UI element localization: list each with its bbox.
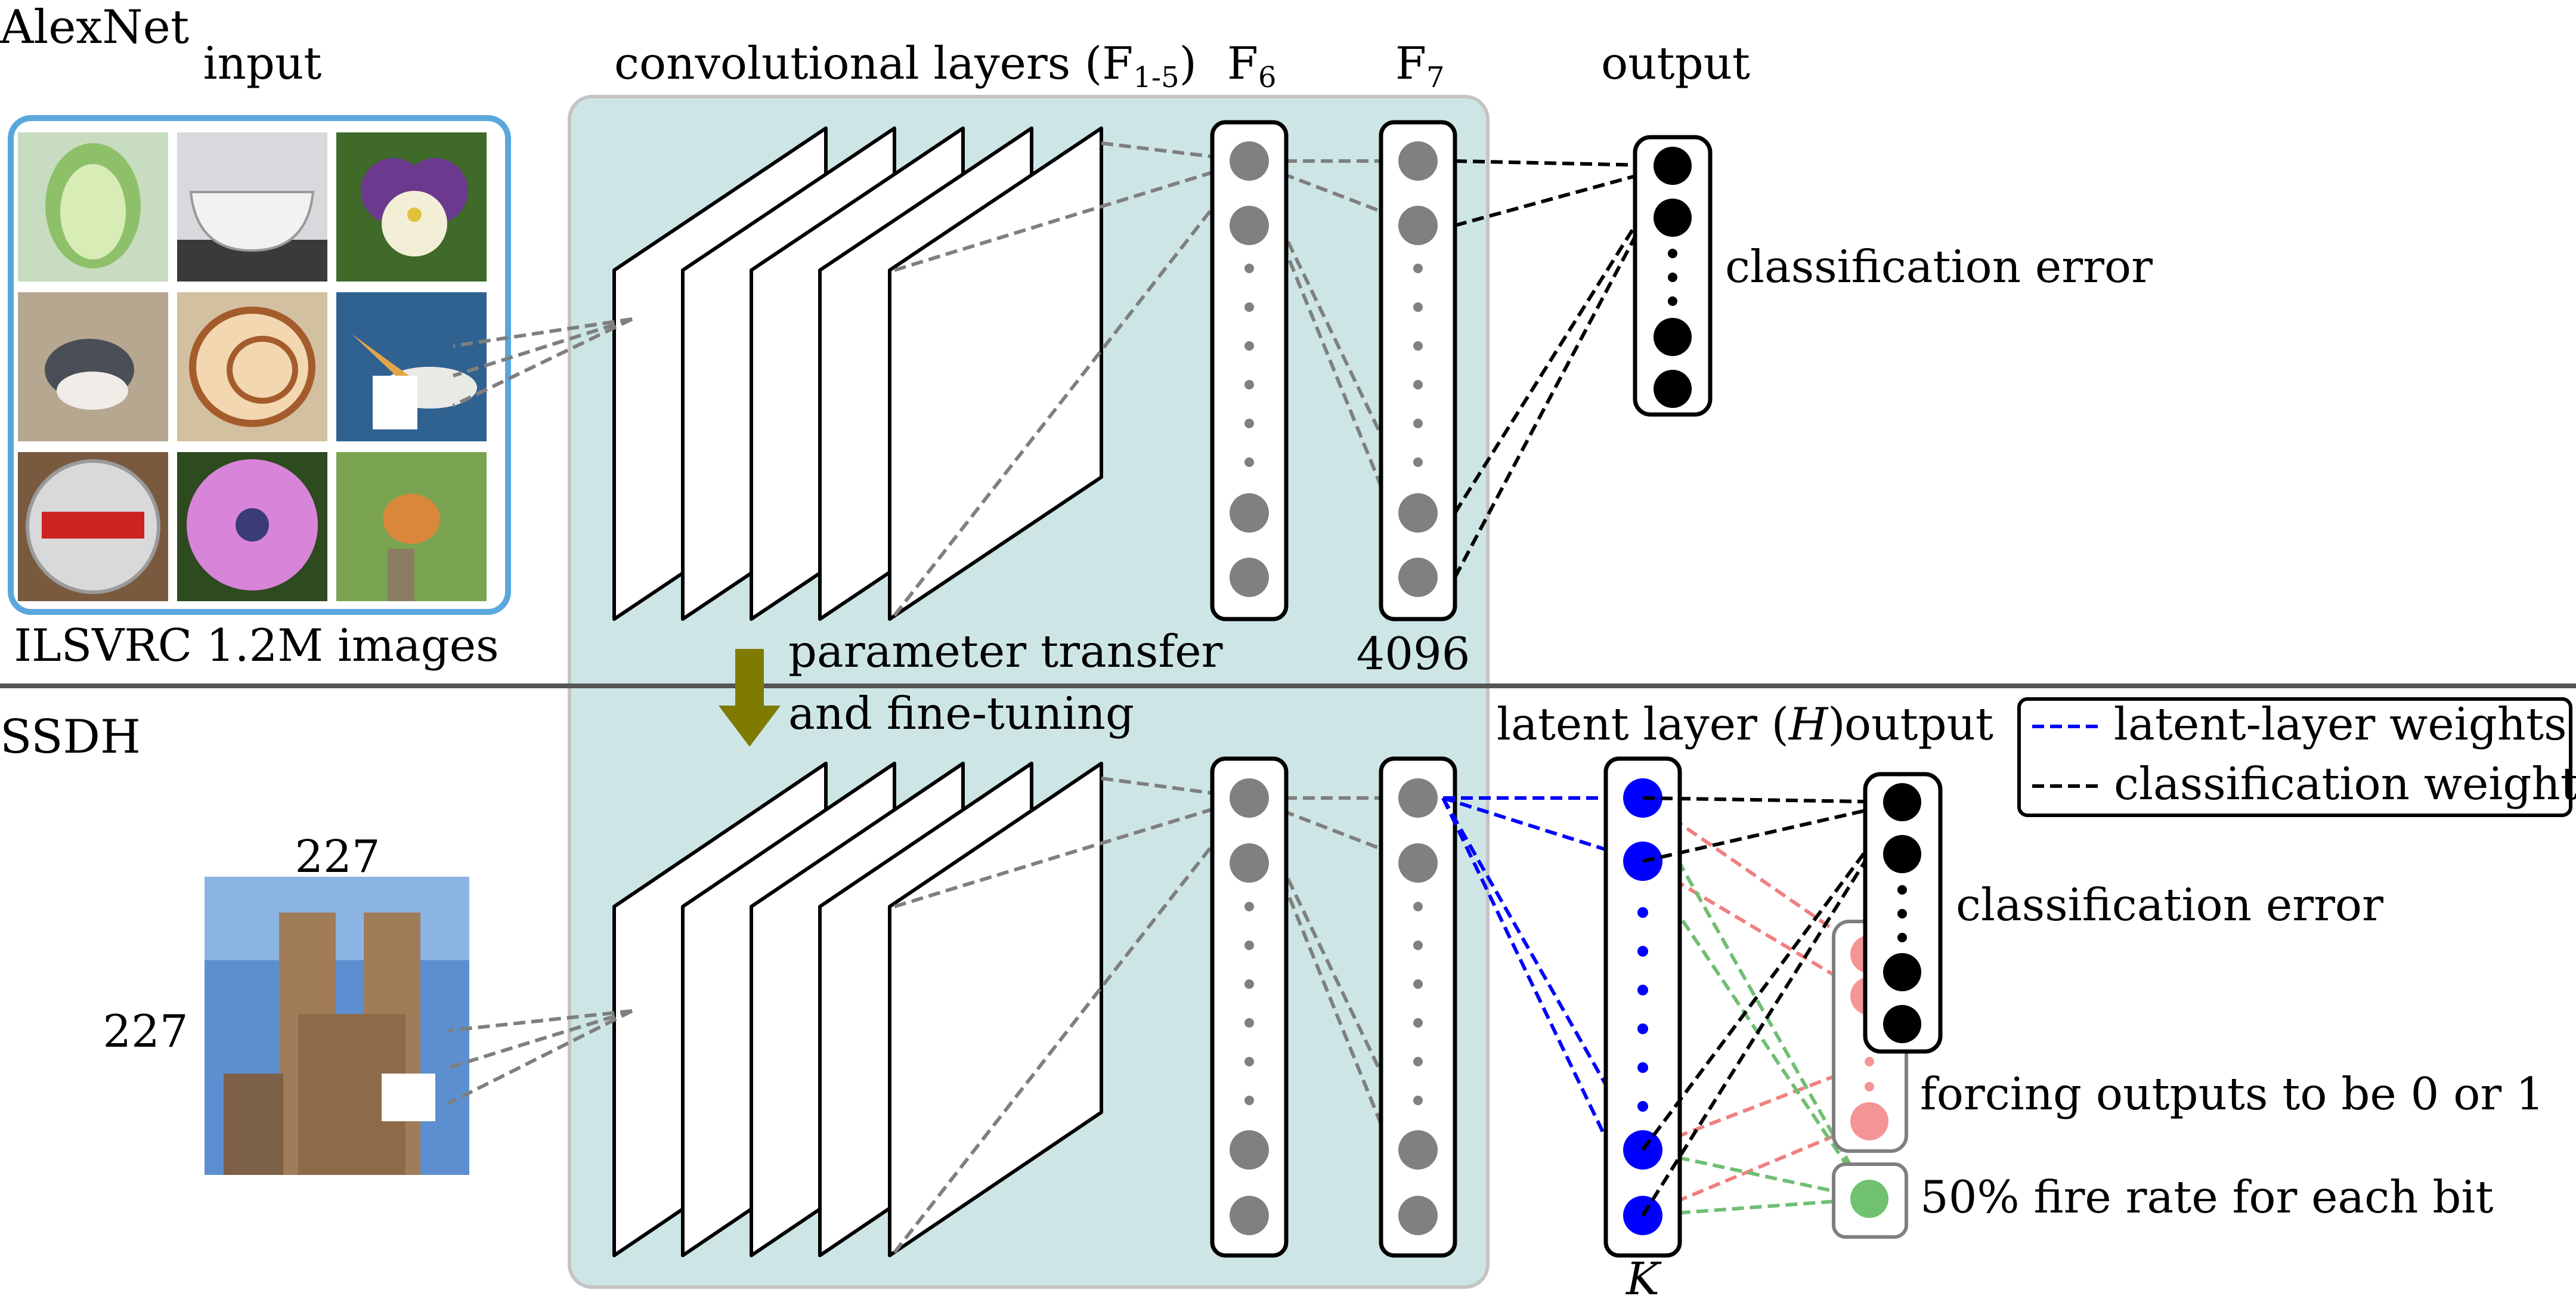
- param-transfer-line2: and fine-tuning: [788, 687, 1134, 740]
- input-image-grid: [8, 115, 511, 615]
- bottom-classification-weights: [1641, 796, 1904, 1217]
- f7-label: F7: [1395, 37, 1445, 94]
- f6-top-column: [1210, 120, 1289, 621]
- size-4096-label: 4096: [1357, 627, 1470, 680]
- f7-top-column: [1379, 120, 1457, 621]
- top-output-column: [1633, 135, 1713, 417]
- legend-latent-weights: latent-layer weights: [2114, 698, 2567, 750]
- classification-error-top: classification error: [1725, 240, 2153, 293]
- forcing-label: forcing outputs to be 0 or 1: [1920, 1068, 2544, 1120]
- alexnet-title: AlexNet: [0, 1, 189, 54]
- f7-bottom-column: [1379, 756, 1457, 1258]
- classification-error-bottom: classification error: [1956, 879, 2383, 931]
- legend-classification-weights: classification weights: [2114, 757, 2576, 810]
- f6-bottom-column: [1210, 756, 1289, 1258]
- top-conv-planes: [612, 126, 1103, 621]
- output-bottom-label: output: [1844, 698, 1993, 750]
- parameter-transfer-arrow: [719, 649, 781, 747]
- input-label: input: [203, 37, 322, 89]
- latent-layer-label: latent layer (H): [1497, 698, 1846, 750]
- ilsvrc-label: ILSVRC 1.2M images: [14, 619, 499, 672]
- output-top-label: output: [1601, 37, 1750, 89]
- fire-rate-label: 50% fire rate for each bit: [1920, 1171, 2494, 1223]
- ssdh-title: SSDH: [0, 710, 141, 764]
- K-label: K: [1625, 1252, 1662, 1299]
- bottom-conv-planes: [612, 762, 1103, 1257]
- bottom-output-column: [1863, 772, 1943, 1054]
- query-width-label: 227: [295, 830, 380, 883]
- query-height-label: 227: [103, 1005, 188, 1057]
- conv-layers-label: convolutional layers (F1-5): [614, 37, 1197, 94]
- query-image: [205, 877, 469, 1175]
- param-transfer-line1: parameter transfer: [788, 625, 1223, 678]
- fire-rate-box: [1832, 1162, 1908, 1239]
- f6-label: F6: [1227, 37, 1277, 94]
- legend: latent-layer weights classification weig…: [2017, 697, 2576, 817]
- latent-layer-column: [1603, 756, 1682, 1258]
